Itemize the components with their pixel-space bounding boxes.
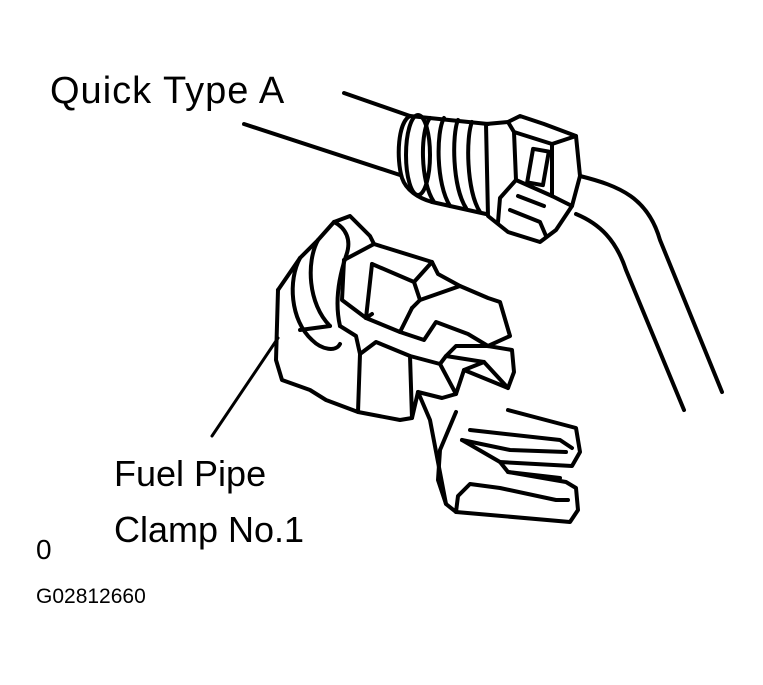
fuel-pipe-clamp [274, 214, 582, 524]
quick-connector [396, 113, 582, 244]
figure-code: G02812660 [36, 585, 146, 608]
quick-type-label: Quick Type A [50, 70, 286, 112]
clamp-label-line2: Clamp No.1 [114, 509, 305, 550]
fuel-hose [242, 91, 412, 177]
clamp-label-line1: Fuel Pipe [114, 453, 267, 494]
clamp-leader-line [210, 336, 280, 438]
fuel-pipe [574, 174, 724, 412]
figure-mark: 0 [36, 534, 52, 565]
